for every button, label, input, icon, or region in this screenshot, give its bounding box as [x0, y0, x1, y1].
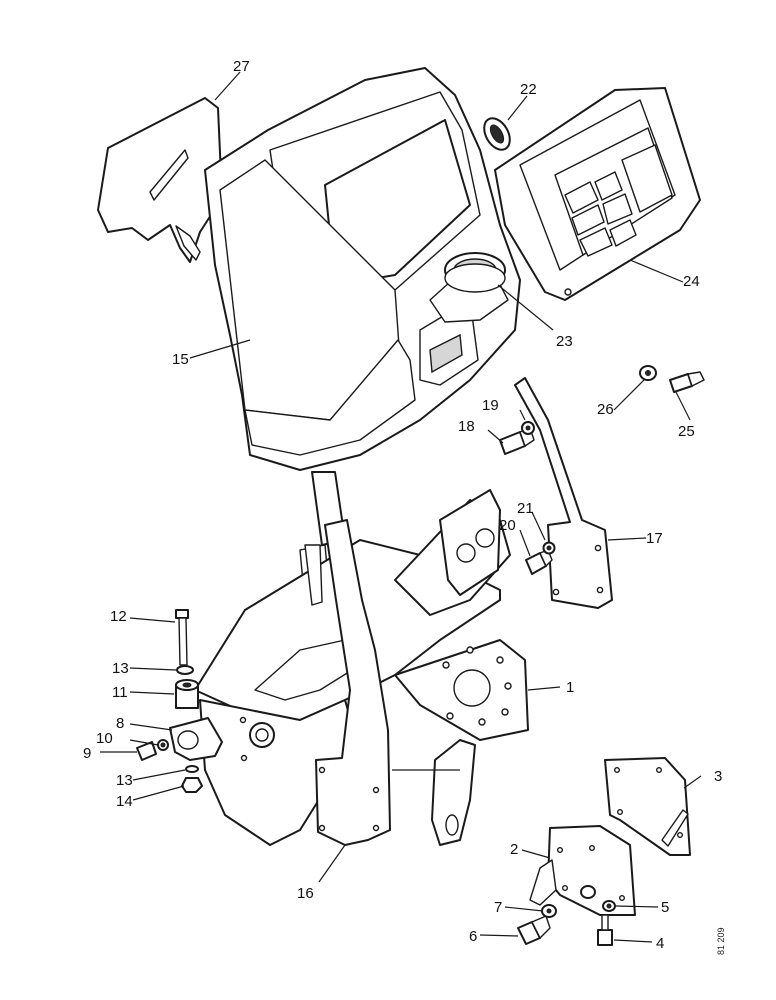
callout-24: 24 — [683, 273, 700, 290]
callout-6: 6 — [469, 928, 477, 945]
part-7-washer — [541, 904, 557, 918]
callout-12: 12 — [110, 608, 127, 625]
part-23-bezel-ring — [444, 252, 506, 293]
part-15-instrument-housing — [204, 67, 521, 471]
part-26-washer — [639, 365, 657, 381]
callout-labels: 1 2 3 4 5 6 7 8 9 10 11 12 13 13 14 15 1… — [83, 58, 722, 952]
part-12-long-bolt — [175, 609, 189, 666]
callout-10: 10 — [96, 730, 113, 747]
callout-13-upper: 13 — [112, 660, 129, 677]
part-8-clamp — [169, 717, 223, 761]
callout-16: 16 — [297, 885, 314, 902]
part-14-nut — [181, 777, 203, 793]
part-9-bolt — [136, 741, 157, 761]
callout-25: 25 — [678, 423, 695, 440]
callout-5: 5 — [661, 899, 669, 916]
callout-18: 18 — [458, 418, 475, 435]
callout-15: 15 — [172, 351, 189, 368]
part-20-bolt — [525, 549, 553, 575]
callout-7: 7 — [494, 899, 502, 916]
part-13-washer-upper — [176, 665, 194, 675]
part-19-washer — [521, 421, 535, 435]
callout-23: 23 — [556, 333, 573, 350]
callout-22: 22 — [520, 81, 537, 98]
part-27-side-bracket — [97, 97, 223, 263]
callout-26: 26 — [597, 401, 614, 418]
callout-27: 27 — [233, 58, 250, 75]
part-24-warning-light-panel — [494, 87, 701, 301]
part-13-washer-lower — [185, 765, 199, 773]
callout-21: 21 — [517, 500, 534, 517]
callout-3: 3 — [714, 768, 722, 785]
callout-14: 14 — [116, 793, 133, 810]
callout-11: 11 — [112, 684, 128, 701]
callout-17: 17 — [646, 530, 663, 547]
callout-13-lower: 13 — [116, 772, 133, 789]
callout-8: 8 — [116, 715, 124, 732]
callout-19: 19 — [482, 397, 499, 414]
part-25-screw — [669, 371, 705, 393]
callout-20: 20 — [499, 517, 516, 534]
callout-2: 2 — [510, 841, 518, 858]
part-22-grommet — [483, 117, 511, 151]
part-11-spacer — [175, 679, 199, 709]
callout-4: 4 — [656, 935, 664, 952]
part-5-washer — [602, 900, 616, 912]
callout-9: 9 — [83, 745, 91, 762]
part-17-support-bracket — [514, 377, 613, 609]
part-10-washer — [157, 739, 169, 751]
part-3-mounting-plate — [604, 757, 691, 856]
part-6-bolt — [517, 915, 551, 945]
leader-lines — [100, 71, 702, 943]
drawing-reference-code: 81 209 — [716, 927, 726, 955]
part-2-bracket — [529, 825, 636, 916]
part-21-washer — [542, 541, 556, 555]
part-4-bolt — [597, 914, 613, 946]
part-16-upright-bracket — [304, 519, 391, 846]
callout-1: 1 — [566, 679, 574, 696]
